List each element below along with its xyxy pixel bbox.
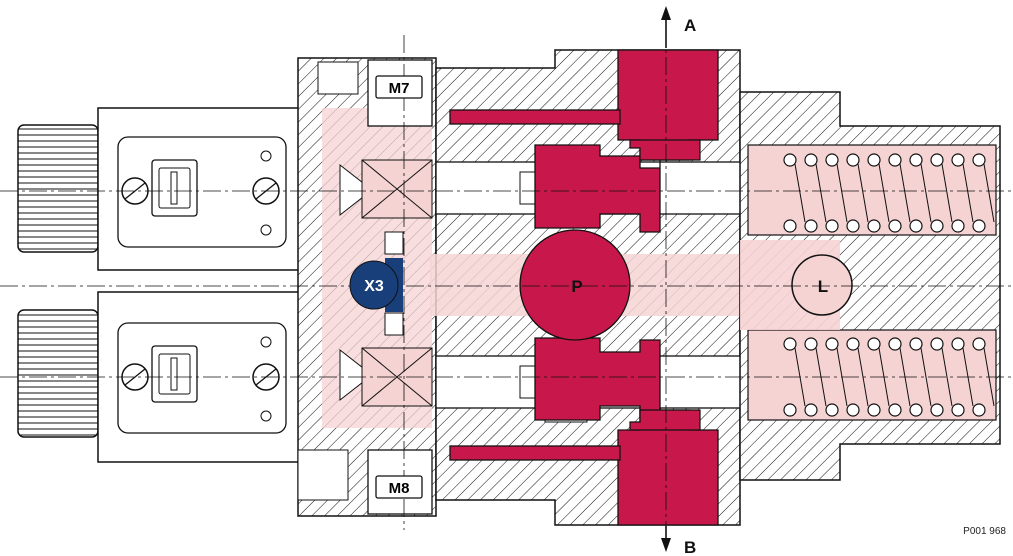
pilot-port-x3: X3 [349, 258, 403, 312]
port-a-label: A [684, 16, 696, 35]
spring-coil [972, 403, 986, 417]
spring-coil [951, 219, 965, 233]
spring-wire [941, 347, 953, 407]
reference-code: P001 968 [963, 526, 1006, 537]
spring-wire [962, 163, 974, 223]
gauge-m7: M7 [375, 75, 423, 99]
spring-coil [909, 403, 923, 417]
spring-wire [899, 163, 911, 223]
spring-coil [783, 153, 797, 167]
spring-coil [888, 153, 902, 167]
spring-coil [909, 337, 923, 351]
spring-coil [930, 403, 944, 417]
spring-coil [888, 403, 902, 417]
pressure-port-p-label: P [571, 277, 582, 296]
spring-coil [825, 153, 839, 167]
spring-coil [867, 403, 881, 417]
spring-coil [846, 337, 860, 351]
spring-wire [920, 163, 932, 223]
spring-coil [867, 153, 881, 167]
spring-coil [930, 219, 944, 233]
pressure-passages [449, 49, 719, 526]
spring-coil [951, 153, 965, 167]
leak-port-l-label: L [818, 277, 828, 296]
spring-wire [983, 163, 995, 223]
spring-coil [804, 153, 818, 167]
spring-coil [783, 403, 797, 417]
gauge-m7-label: M7 [389, 80, 410, 97]
spring-wire [836, 163, 848, 223]
spring-coil [972, 153, 986, 167]
spring-coil [804, 337, 818, 351]
gauge-m8-label: M8 [389, 480, 410, 497]
spring-wire [941, 163, 953, 223]
pilot-port-x3-label: X3 [364, 278, 384, 295]
spring-coil [888, 219, 902, 233]
spring-coil [951, 337, 965, 351]
centerlines [0, 28, 1013, 545]
port-b-label: B [684, 538, 696, 556]
spring-coil [909, 219, 923, 233]
spring-coil [783, 337, 797, 351]
spring-wire [815, 163, 827, 223]
spring-coil [804, 219, 818, 233]
spring-coil [951, 403, 965, 417]
port-b-arrow [661, 526, 671, 552]
spring-coil [909, 153, 923, 167]
spring-coil [972, 219, 986, 233]
port-a-arrow [661, 6, 671, 48]
spring-wire [857, 163, 869, 223]
spring-coil [930, 153, 944, 167]
solenoid-upper [17, 107, 301, 271]
spring-coil [972, 337, 986, 351]
spring-wire [878, 163, 890, 223]
spring-coil [825, 337, 839, 351]
spring-coil [846, 219, 860, 233]
spring-coil [867, 219, 881, 233]
spring-coil [867, 337, 881, 351]
spring-coil [825, 403, 839, 417]
spring-coil [783, 219, 797, 233]
gauge-m8: M8 [375, 475, 423, 499]
spring-coil [846, 153, 860, 167]
spring-wire [920, 347, 932, 407]
spring-coil [930, 337, 944, 351]
spring-coil [804, 403, 818, 417]
spring-wire [794, 163, 806, 223]
spring-coil [888, 337, 902, 351]
spring-coil [846, 403, 860, 417]
pressure-connectors [629, 139, 701, 431]
spring-coil [825, 219, 839, 233]
